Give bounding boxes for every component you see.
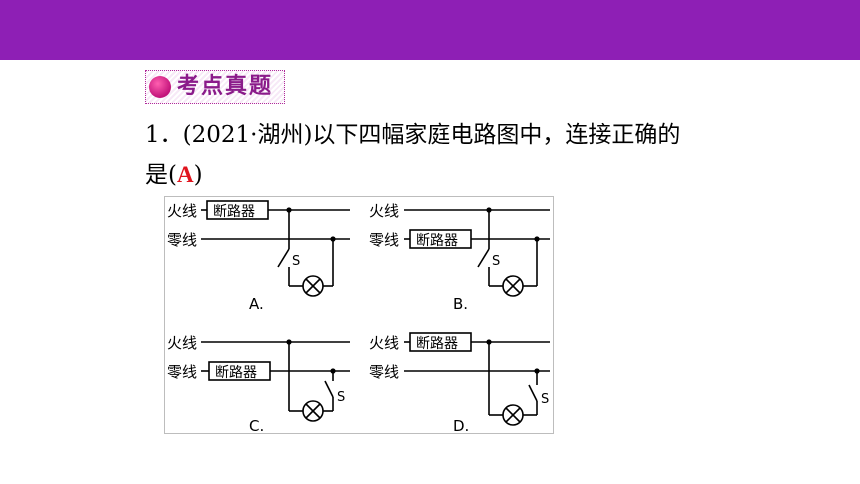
neutral-wire-label-b: 零线 — [369, 231, 399, 249]
switch-label-c: S — [337, 390, 345, 405]
breaker-label-a: 断路器 — [213, 204, 255, 220]
live-wire-label-b: 火线 — [369, 202, 399, 220]
live-wire-label-c: 火线 — [167, 334, 197, 352]
switch-label-a: S — [292, 254, 300, 269]
option-label-c: C. — [249, 417, 264, 433]
neutral-wire-label-a: 零线 — [167, 231, 197, 249]
switch-label-d: S — [541, 392, 549, 407]
switch-label-b: S — [492, 254, 500, 269]
live-wire-label-d: 火线 — [369, 334, 399, 352]
answer-prefix: 是( — [145, 162, 177, 188]
question-text-line1: 1．(2021·湖州)以下四幅家庭电路图中，连接正确的 — [145, 122, 681, 148]
option-label-b: B. — [453, 295, 468, 313]
circuit-diagrams: 火线 零线 断路器 S A. 火线 零线 断路器 S B. 火线 零线 断路器 … — [167, 200, 550, 435]
question-text-line2: 是(A) — [145, 160, 203, 190]
breaker-label-c: 断路器 — [215, 365, 257, 381]
circuit-figure: 火线 零线 断路器 S A. 火线 零线 断路器 S B. 火线 零线 断路器 … — [164, 196, 554, 435]
top-banner — [0, 0, 860, 60]
neutral-wire-label-c: 零线 — [167, 363, 197, 381]
neutral-wire-label-d: 零线 — [369, 363, 399, 381]
option-label-d: D. — [453, 417, 469, 433]
answer-letter: A — [176, 162, 194, 187]
answer-suffix: ) — [193, 162, 203, 188]
breaker-label-d: 断路器 — [416, 336, 458, 352]
live-wire-label-a: 火线 — [167, 202, 197, 220]
section-badge: 考点真题 — [145, 70, 285, 104]
option-label-a: A. — [249, 295, 264, 313]
section-title: 考点真题 — [177, 74, 274, 99]
bullet-dot-icon — [149, 76, 171, 98]
breaker-label-b: 断路器 — [416, 233, 458, 249]
